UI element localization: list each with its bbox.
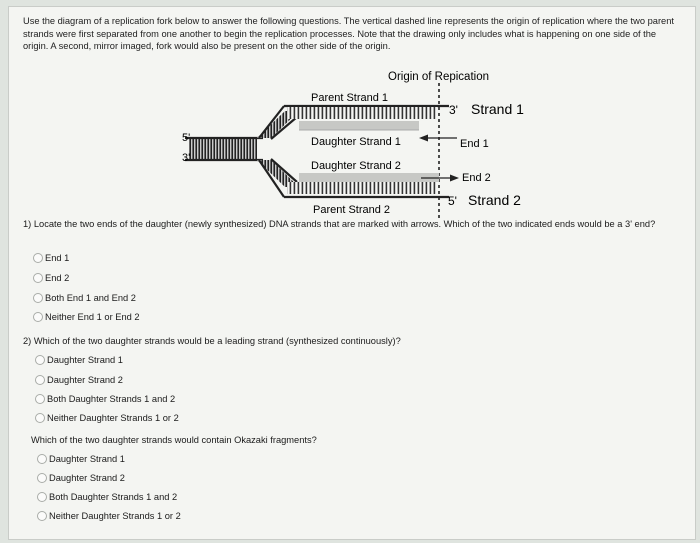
radio-button[interactable]: [37, 492, 47, 502]
strand-1-label: Strand 1: [471, 101, 524, 117]
q1-option-both[interactable]: Both End 1 and End 2: [33, 293, 136, 303]
q1-option-end-2[interactable]: End 2: [33, 273, 69, 283]
left-three-prime-label: 3': [182, 152, 190, 164]
origin-label: Origin of Repication: [388, 71, 489, 83]
question-3-prompt: Which of the two daughter strands would …: [31, 435, 317, 445]
q2-option-neither[interactable]: Neither Daughter Strands 1 or 2: [35, 413, 179, 423]
worksheet-page: Use the diagram of a replication fork be…: [8, 6, 696, 540]
q1-option-end-1[interactable]: End 1: [33, 253, 69, 263]
radio-button[interactable]: [33, 253, 43, 263]
strand-2-label: Strand 2: [468, 192, 521, 208]
q2-option-both[interactable]: Both Daughter Strands 1 and 2: [35, 394, 175, 404]
right-three-prime-label: 3': [449, 103, 458, 117]
radio-button[interactable]: [35, 375, 45, 385]
q3-option-both[interactable]: Both Daughter Strands 1 and 2: [37, 492, 177, 502]
radio-button[interactable]: [35, 413, 45, 423]
q3-option-daughter-2[interactable]: Daughter Strand 2: [37, 473, 125, 483]
q2-option-daughter-1[interactable]: Daughter Strand 1: [35, 355, 123, 365]
left-five-prime-label: 5': [182, 132, 190, 144]
parent-strand-2-label: Parent Strand 2: [313, 204, 390, 216]
daughter-strand-2-bar: [299, 173, 439, 182]
right-five-prime-label: 5': [448, 194, 457, 208]
radio-button[interactable]: [37, 511, 47, 521]
lower-fork-arm: [257, 160, 299, 187]
daughter-strand-2-label: Daughter Strand 2: [311, 160, 401, 172]
q1-option-neither[interactable]: Neither End 1 or End 2: [33, 312, 140, 322]
instructions-text: Use the diagram of a replication fork be…: [23, 16, 674, 51]
radio-button[interactable]: [37, 473, 47, 483]
radio-button[interactable]: [35, 355, 45, 365]
radio-button[interactable]: [35, 394, 45, 404]
radio-button[interactable]: [33, 312, 43, 322]
end-2-label: End 2: [462, 172, 491, 184]
parent-strand-1-label: Parent Strand 1: [311, 92, 388, 104]
end-1-label: End 1: [460, 138, 489, 150]
question-1-prompt: 1) Locate the two ends of the daughter (…: [23, 219, 656, 229]
radio-button[interactable]: [33, 293, 43, 303]
question-2-prompt: 2) Which of the two daughter strands wou…: [23, 336, 401, 346]
q2-option-daughter-2[interactable]: Daughter Strand 2: [35, 375, 123, 385]
radio-button[interactable]: [37, 454, 47, 464]
daughter-strand-1-label: Daughter Strand 1: [311, 136, 401, 148]
radio-button[interactable]: [33, 273, 43, 283]
parent-duplex-ticks: [189, 139, 257, 159]
replication-fork-diagram: Origin of Repication Parent Strand 1 Dau…: [182, 71, 524, 220]
q3-option-neither[interactable]: Neither Daughter Strands 1 or 2: [37, 511, 181, 521]
daughter-strand-1-bar: [299, 121, 419, 130]
q3-option-daughter-1[interactable]: Daughter Strand 1: [37, 454, 125, 464]
